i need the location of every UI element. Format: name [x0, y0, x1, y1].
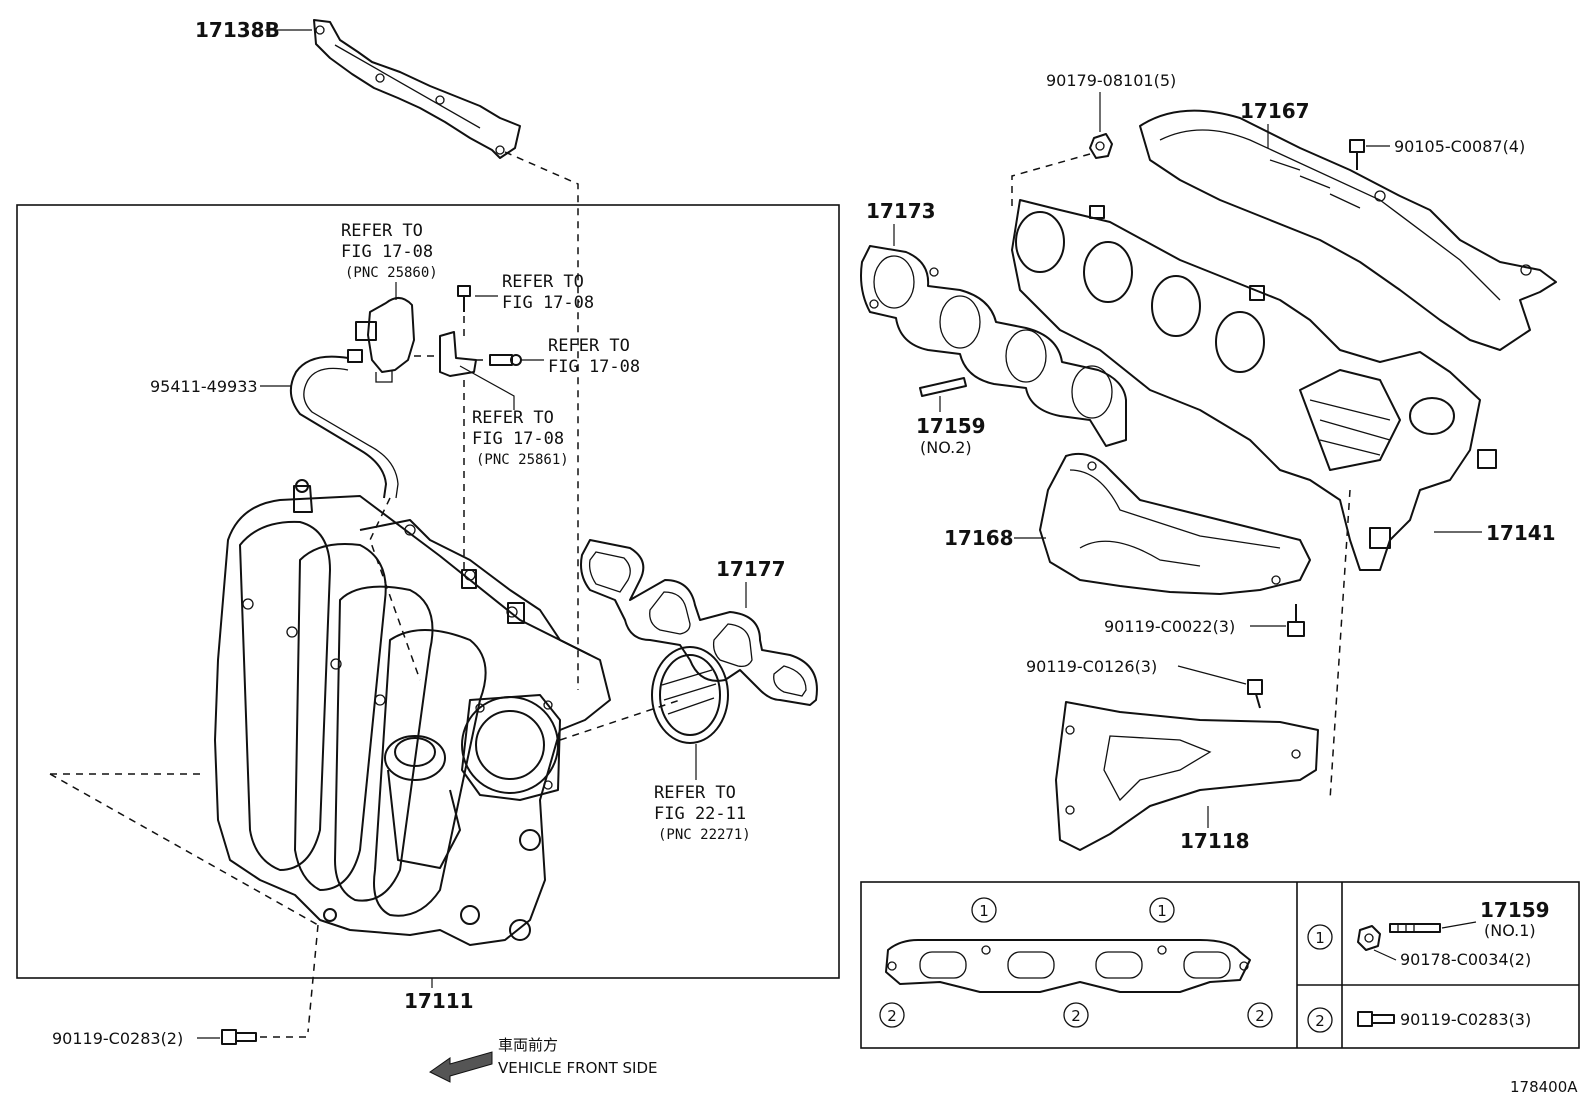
gasket-17177 [580, 539, 818, 706]
refer-to-3-line1: REFER TO [548, 336, 630, 356]
stud-17159-no1 [1389, 923, 1441, 933]
label-95411-49933: 95411-49933 [150, 377, 258, 396]
refer-to-5-line1: REFER TO [654, 783, 736, 803]
bolt-90105-C0087 [1349, 139, 1365, 170]
vsv-bracket [439, 331, 477, 377]
label-90178-C0034: 90178-C0034(2) [1400, 950, 1531, 969]
refer-to-4-pnc: (PNC 25861) [476, 452, 569, 468]
legend-marker-2c: 2 [1247, 1002, 1273, 1028]
refer-to-2-line2: FIG 17-08 [502, 293, 594, 313]
bracket-17138B [313, 19, 521, 159]
refer-to-5-line2: FIG 22-11 [654, 804, 746, 824]
legend-gasket [885, 939, 1251, 993]
label-17159-no1-note: (NO.1) [1484, 921, 1536, 940]
vacuum-hose [289, 355, 387, 499]
label-17159-no2-note: (NO.2) [920, 438, 972, 457]
svg-text:1: 1 [1157, 902, 1167, 920]
refer-to-4-line1: REFER TO [472, 408, 554, 428]
exhaust-gasket-17173 [860, 245, 1127, 447]
label-17159-no1: 17159 [1480, 898, 1550, 922]
label-17141: 17141 [1486, 521, 1556, 545]
stud-17159-no2 [919, 377, 967, 397]
legend-marker-2a: 2 [879, 1002, 905, 1028]
bolt-top [457, 285, 471, 312]
bolt-90119-C0283-2 [221, 1029, 257, 1045]
refer-to-2-line1: REFER TO [502, 272, 584, 292]
legend-marker-1a: 1 [971, 897, 997, 923]
nut-90178-C0034 [1357, 925, 1381, 951]
label-17118: 17118 [1180, 829, 1250, 853]
intake-manifold-17111 [214, 479, 611, 946]
refer-to-3-line2: FIG 17-08 [548, 357, 640, 377]
label-90119-C0283-3: 90119-C0283(3) [1400, 1010, 1531, 1029]
vsv-unit [347, 297, 415, 383]
legend-marker-2b: 2 [1063, 1002, 1089, 1028]
legend-key-1: 1 [1307, 924, 1333, 950]
label-17173: 17173 [866, 199, 936, 223]
label-17177: 17177 [716, 557, 786, 581]
throttle-gasket [651, 646, 729, 744]
label-90179-08101: 90179-08101(5) [1046, 71, 1176, 90]
bolt-90119-C0022 [1287, 604, 1305, 637]
legend-key-2: 2 [1307, 1007, 1333, 1033]
label-90119-C0283-2: 90119-C0283(2) [52, 1029, 183, 1048]
front-label-en: VEHICLE FRONT SIDE [498, 1059, 658, 1077]
svg-text:1: 1 [979, 902, 989, 920]
label-90119-C0126: 90119-C0126(3) [1026, 657, 1157, 676]
refer-to-1-pnc: (PNC 25860) [345, 265, 438, 281]
front-label-jp: 車両前方 [498, 1036, 558, 1054]
bracket-17118 [1055, 701, 1319, 851]
refer-to-1-line1: REFER TO [341, 221, 423, 241]
label-90105-C0087: 90105-C0087(4) [1394, 137, 1525, 156]
label-17159-no2: 17159 [916, 414, 986, 438]
heat-insulator-17167 [1139, 109, 1557, 351]
refer-to-4-line2: FIG 17-08 [472, 429, 564, 449]
refer-to-5-pnc: (PNC 22271) [658, 827, 751, 843]
bolt-90119-C0283-3 [1357, 1011, 1395, 1027]
svg-text:2: 2 [887, 1007, 897, 1025]
heat-insulator-17168 [1039, 452, 1311, 595]
svg-text:2: 2 [1315, 1012, 1325, 1030]
legend-box [860, 881, 1580, 1049]
svg-text:2: 2 [1255, 1007, 1265, 1025]
bolt-90119-C0126 [1247, 679, 1263, 709]
front-arrow [429, 1051, 493, 1083]
bolt-side [489, 354, 522, 366]
nut-90179-08101 [1089, 133, 1113, 159]
exhaust-manifold-17141 [1011, 199, 1497, 571]
legend-marker-1b: 1 [1149, 897, 1175, 923]
svg-text:2: 2 [1071, 1007, 1081, 1025]
figure-id: 178400A [1510, 1078, 1578, 1096]
refer-to-1-line2: FIG 17-08 [341, 242, 433, 262]
label-90119-C0022: 90119-C0022(3) [1104, 617, 1235, 636]
label-17111: 17111 [404, 989, 474, 1013]
svg-text:1: 1 [1315, 929, 1325, 947]
label-17167: 17167 [1240, 99, 1310, 123]
label-17168: 17168 [944, 526, 1014, 550]
intake-assembly-frame [16, 204, 840, 979]
